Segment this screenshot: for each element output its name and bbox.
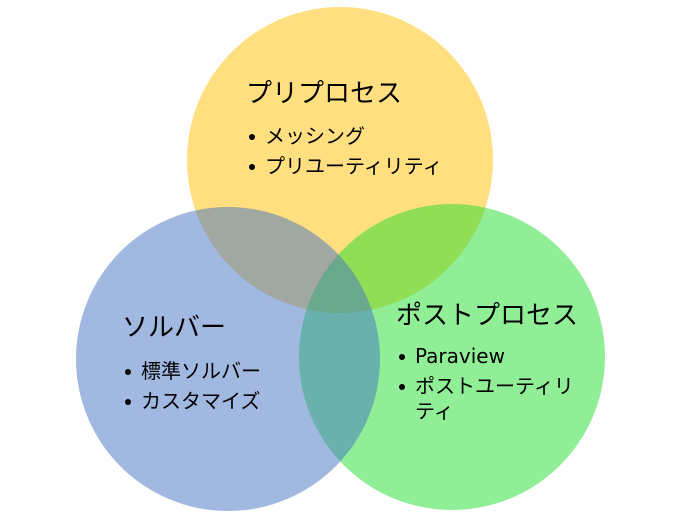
postprocess-list: Paraview ポストユーティリティ — [398, 344, 585, 429]
bullet-icon — [399, 354, 405, 360]
bullet-icon — [249, 164, 255, 170]
bullet-icon — [125, 399, 131, 405]
bullet-icon — [125, 369, 131, 375]
solver-title: ソルバー — [122, 313, 227, 343]
postprocess-circle — [299, 204, 605, 510]
postprocess-title: ポストプロセス — [396, 301, 579, 331]
list-item-label: プリユーティリティ — [265, 154, 443, 178]
list-item: 標準ソルバー — [124, 359, 261, 384]
list-item: Paraview — [398, 344, 585, 369]
list-item-label: Paraview — [415, 344, 505, 368]
preprocess-list: メッシング プリユーティリティ — [248, 124, 443, 184]
bullet-icon — [249, 134, 255, 140]
list-item-label: ポストユーティリティ — [415, 374, 574, 423]
list-item: ポストユーティリティ — [398, 374, 585, 424]
list-item: プリユーティリティ — [248, 154, 443, 179]
list-item-label: カスタマイズ — [141, 389, 261, 413]
list-item: メッシング — [248, 124, 443, 149]
list-item-label: 標準ソルバー — [141, 359, 261, 383]
solver-list: 標準ソルバー カスタマイズ — [124, 359, 261, 419]
bullet-icon — [399, 384, 405, 390]
list-item: カスタマイズ — [124, 389, 261, 414]
preprocess-title: プリプロセス — [246, 79, 403, 109]
solver-circle — [76, 207, 380, 511]
list-item-label: メッシング — [265, 124, 365, 148]
